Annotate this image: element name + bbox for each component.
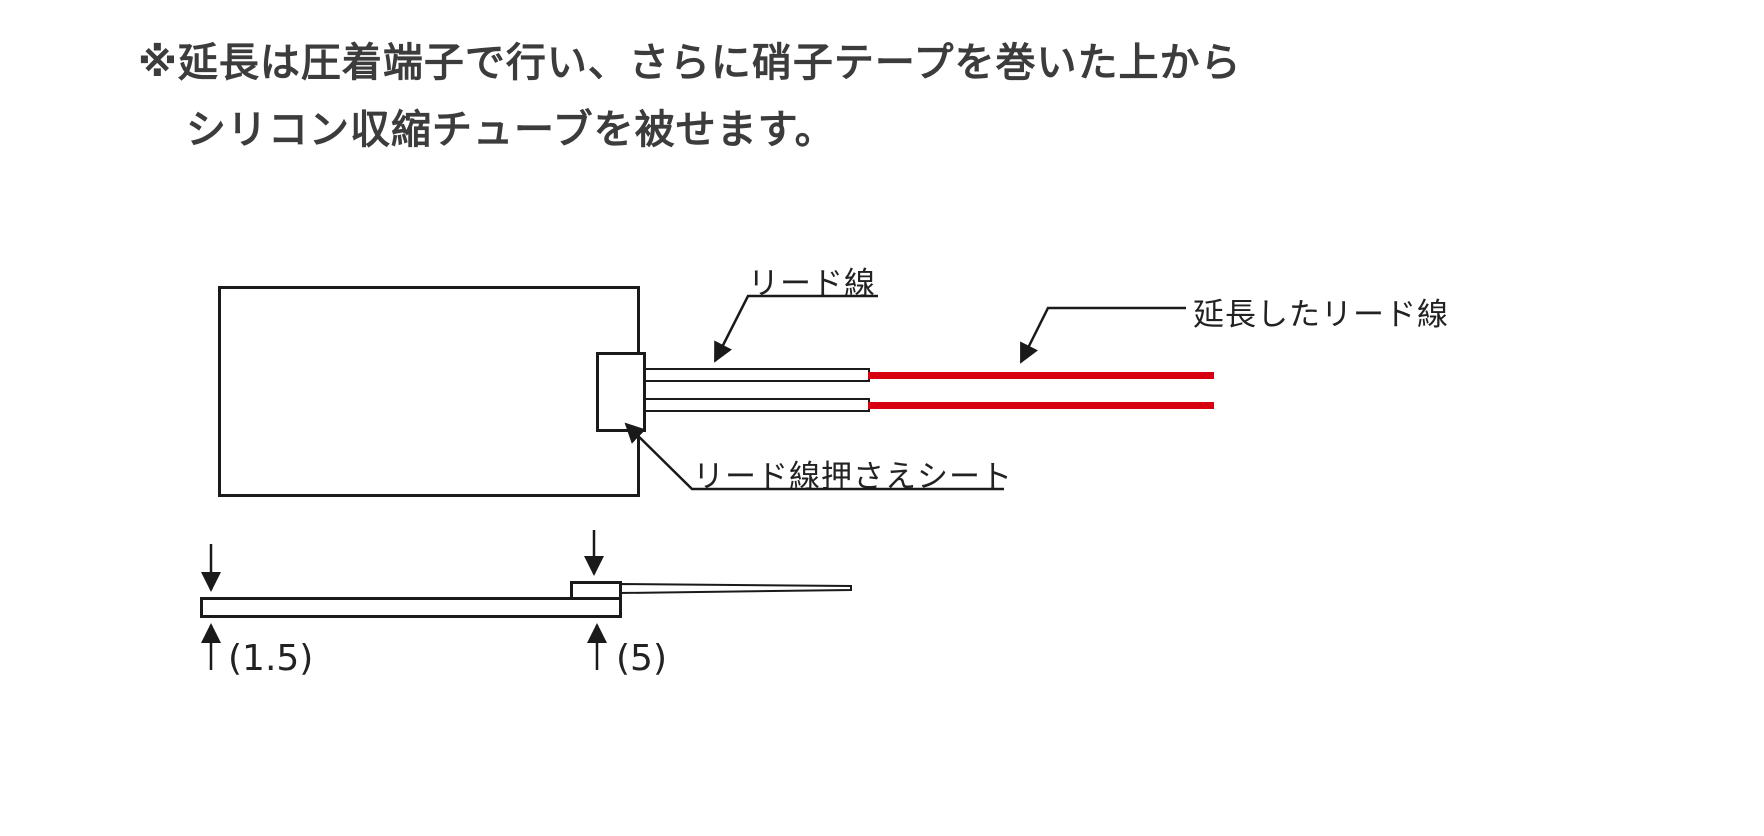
lead-wire-press-sheet-rect [596, 352, 646, 432]
lead-wire-press-sheet-label: リード線押さえシート [693, 459, 1013, 495]
heater-body-outline [218, 286, 640, 497]
lead-wire-bottom [644, 398, 870, 412]
lead-wire-label: リード線 [748, 266, 876, 302]
side-view-sheet-bump [570, 581, 622, 600]
dimension-5-label: (5) [616, 638, 667, 679]
lead-wire-top [644, 368, 870, 382]
note-text-line1: ※延長は圧着端子で行い、さらに硝子テープを巻いた上から [138, 40, 1242, 86]
dimension-1-5-label: (1.5) [228, 638, 314, 679]
extended-lead-wire-top [868, 372, 1214, 379]
leader-lead-wire [713, 294, 878, 363]
extended-lead-wire-label: 延長したリード線 [1193, 297, 1449, 333]
extended-lead-wire-bottom [868, 402, 1214, 409]
note-text-line2: シリコン収縮チューブを被せます。 [186, 107, 836, 153]
leader-extended-lead-wire [1019, 306, 1186, 364]
side-view-heater-bar [200, 597, 622, 618]
side-view-lead-wire [620, 582, 852, 595]
